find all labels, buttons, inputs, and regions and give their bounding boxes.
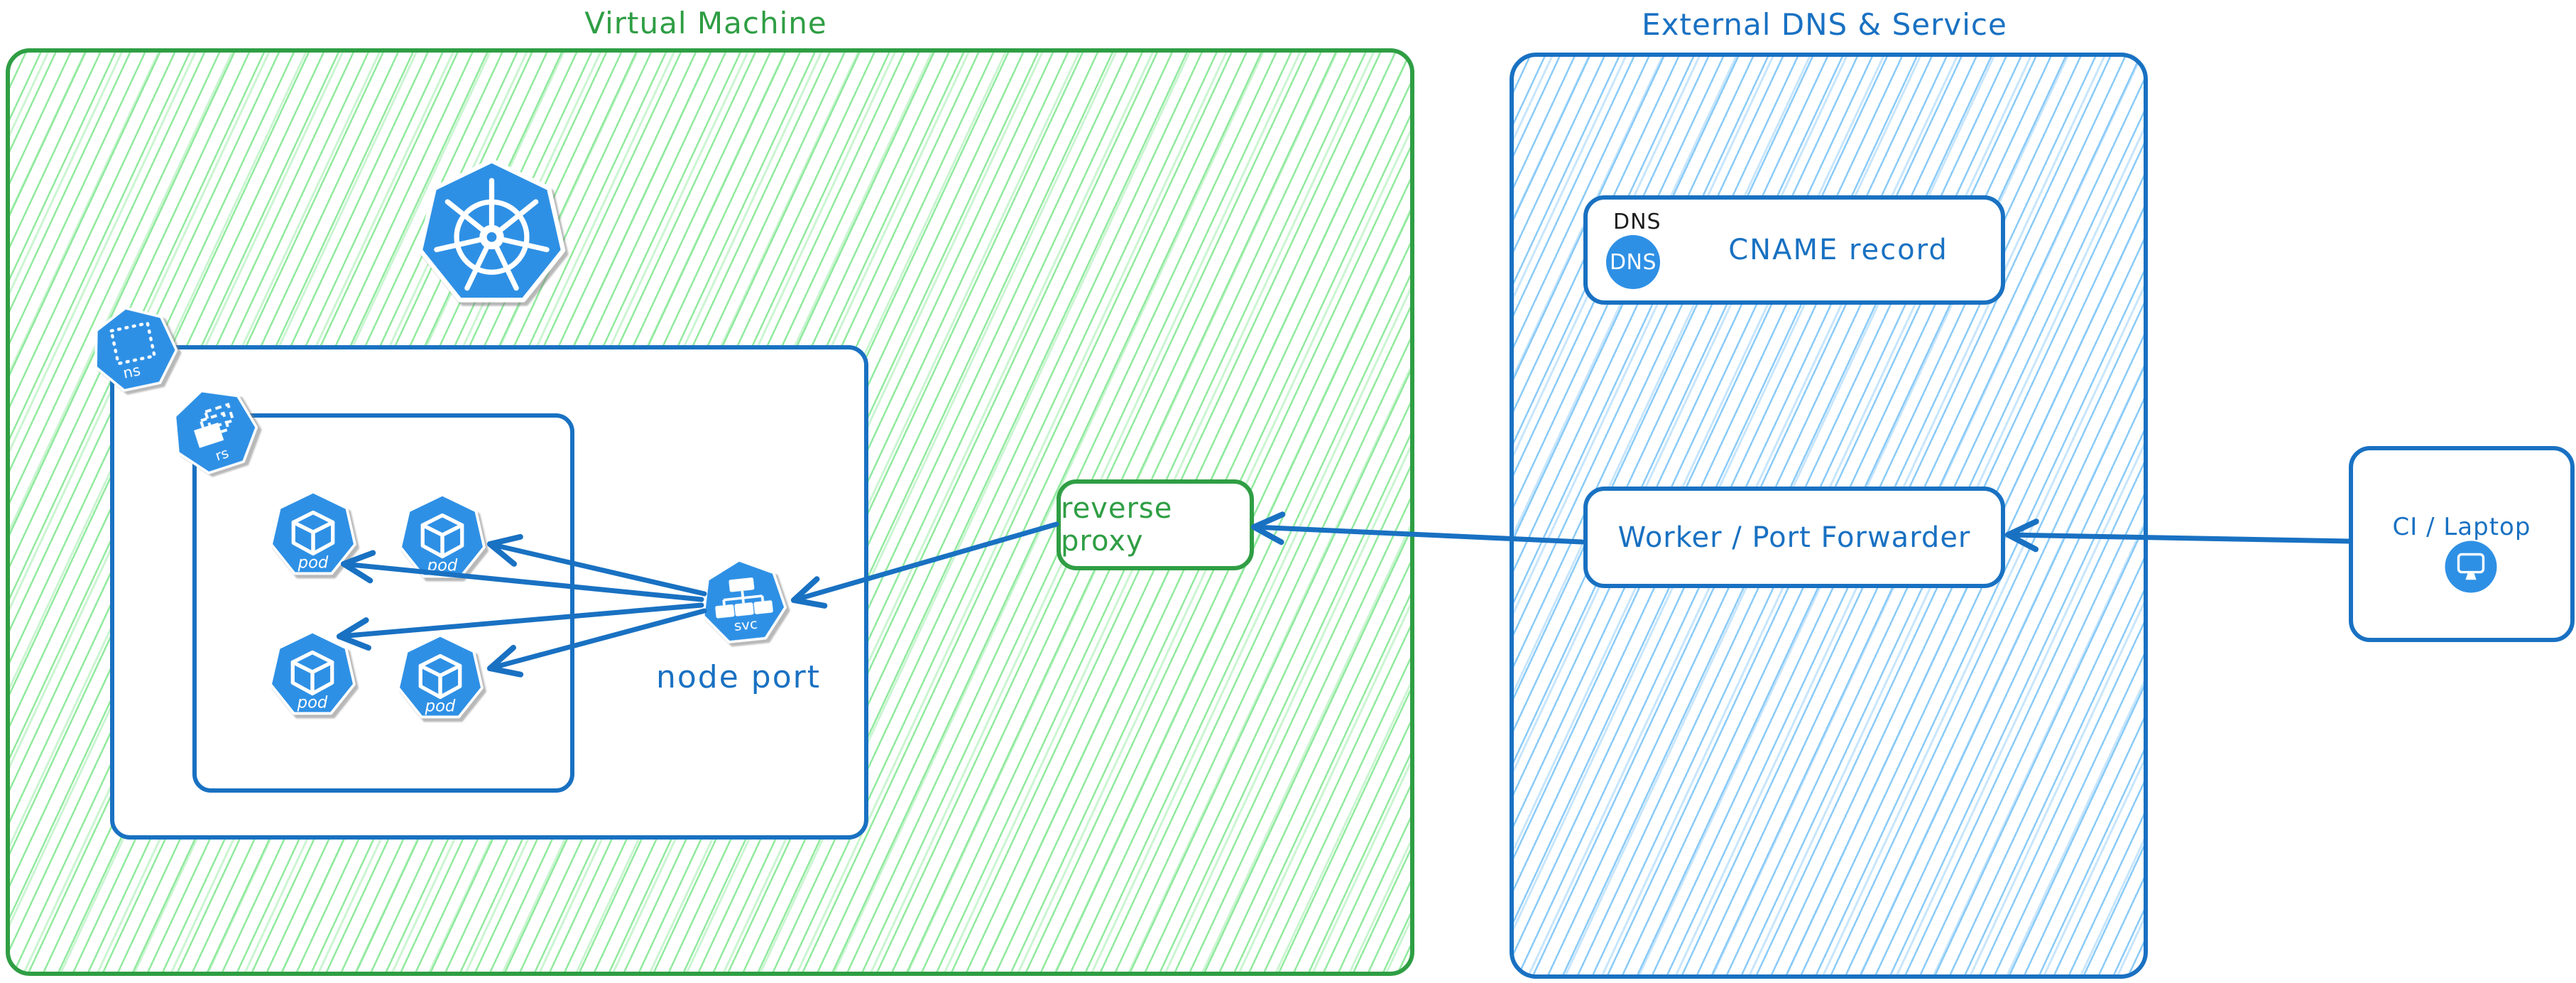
worker-port-forwarder-node: Worker / Port Forwarder xyxy=(1583,487,2005,588)
dns-badge-label: DNS xyxy=(1609,249,1657,275)
pod-badge-label: pod xyxy=(427,557,458,575)
pod-icon: pod xyxy=(270,490,356,575)
reverse-proxy-node: reverse proxy xyxy=(1057,479,1254,570)
pod-icon: pod xyxy=(269,630,356,715)
pod-icon: pod xyxy=(397,634,484,719)
dns-header-label: DNS xyxy=(1613,210,1661,234)
external-section-title: External DNS & Service xyxy=(1642,7,2007,42)
cname-record-label: CNAME record xyxy=(1728,234,1948,266)
reverse-proxy-label: reverse proxy xyxy=(1061,492,1173,558)
replicaset-box xyxy=(192,413,574,793)
pod-badge-label: pod xyxy=(297,694,328,712)
namespace-icon: ns xyxy=(94,306,178,392)
ci-laptop-label: CI / Laptop xyxy=(2392,513,2531,541)
replicaset-icon: rs xyxy=(173,389,258,474)
ci-laptop-node: CI / Laptop xyxy=(2349,446,2575,642)
namespace-badge-label: ns xyxy=(121,361,142,382)
service-icon: svc xyxy=(702,558,787,643)
worker-label: Worker / Port Forwarder xyxy=(1617,521,1971,554)
vm-section-title: Virtual Machine xyxy=(584,6,827,40)
pod-badge-label: pod xyxy=(298,554,329,572)
dns-cname-node: DNS DNS CNAME record xyxy=(1583,195,2005,305)
pod-badge-label: pod xyxy=(425,697,456,716)
kubernetes-logo-icon xyxy=(417,158,566,303)
dns-badge-icon: DNS xyxy=(1606,235,1660,289)
node-port-label: node port xyxy=(656,659,821,695)
pod-icon: pod xyxy=(399,493,486,578)
monitor-icon xyxy=(2445,541,2497,593)
service-badge-label: svc xyxy=(733,616,758,634)
